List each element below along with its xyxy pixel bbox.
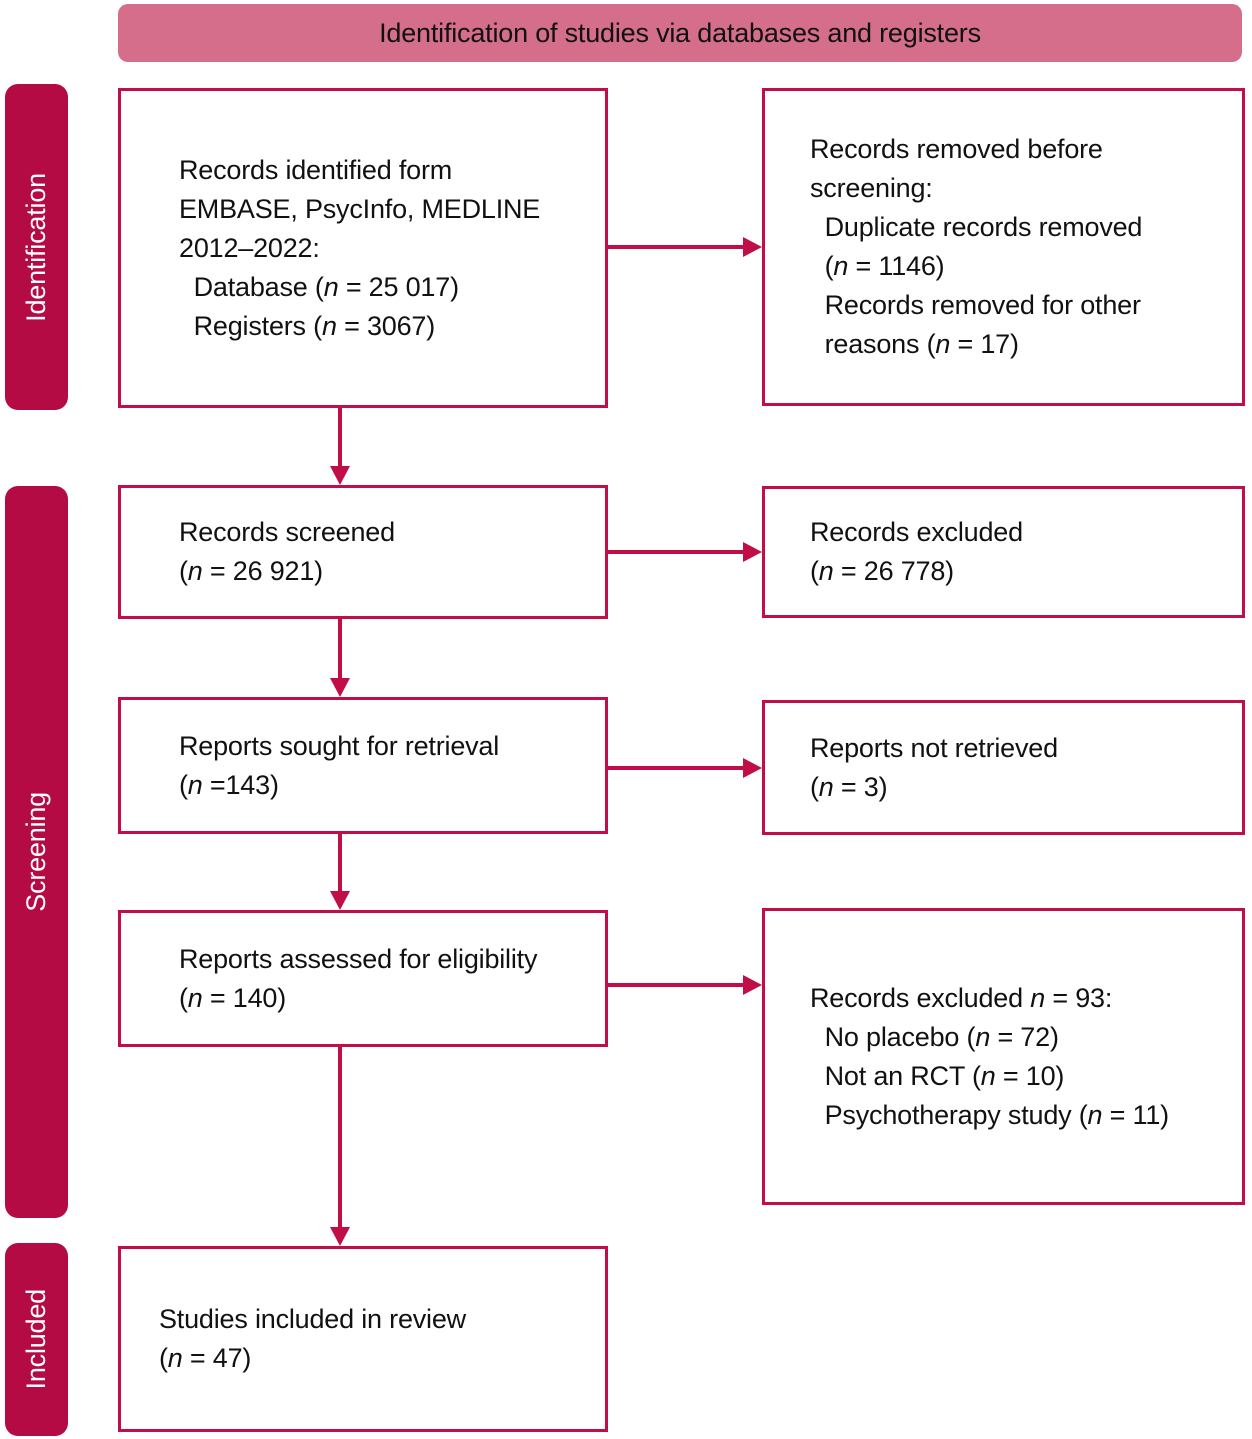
flow-header: Identification of studies via databases … [118,4,1242,62]
box-records-excluded-reasons: Records excluded n = 93: No placebo (n =… [762,908,1245,1205]
arrow-head-right-icon [743,237,762,257]
box-reports-sought: Reports sought for retrieval (n =143) [118,697,608,834]
arrow-shaft [608,766,745,770]
arrow-head-right-icon [743,542,762,562]
box-reports-assessed-text: Reports assessed for eligibility (n = 14… [179,943,538,1013]
box-reports-assessed: Reports assessed for eligibility (n = 14… [118,910,608,1047]
arrow-identified-to-removed [608,237,762,257]
box-records-screened: Records screened (n = 26 921) [118,485,608,619]
box-reports-not-retrieved: Reports not retrieved (n = 3) [762,700,1245,835]
flow-header-title: Identification of studies via databases … [379,17,981,48]
stage-label-screening: Screening [5,486,68,1218]
arrow-sought-to-assessed [330,834,350,910]
box-records-excluded: Records excluded (n = 26 778) [762,486,1245,618]
arrow-head-right-icon [743,975,762,995]
arrow-assessed-to-included [330,1047,350,1246]
box-records-excluded-text: Records excluded (n = 26 778) [810,517,1023,586]
arrow-identified-to-screened [330,408,350,485]
stage-label-included-text: Included [21,1289,51,1390]
box-reports-not-retrieved-text: Reports not retrieved (n = 3) [810,732,1058,802]
box-records-screened-text: Records screened (n = 26 921) [179,517,395,586]
arrow-shaft [608,550,745,554]
stage-label-identification: Identification [5,84,68,410]
arrow-shaft [338,408,342,468]
arrow-head-down-icon [330,891,350,910]
arrow-head-right-icon [743,758,762,778]
arrow-sought-to-not-retrieved [608,758,762,778]
stage-label-screening-text: Screening [21,792,51,912]
arrow-shaft [338,619,342,680]
arrow-head-down-icon [330,466,350,485]
arrow-shaft [608,245,745,249]
arrow-shaft [608,983,745,987]
box-records-removed-text: Records removed before screening: Duplic… [810,134,1143,359]
box-studies-included: Studies included in review (n = 47) [118,1246,608,1432]
box-records-identified: Records identified form EMBASE, PsycInfo… [118,88,608,408]
arrow-head-down-icon [330,1227,350,1246]
stage-label-identification-text: Identification [21,172,51,322]
box-records-identified-text: Records identified form EMBASE, PsycInfo… [179,154,541,341]
box-studies-included-text: Studies included in review (n = 47) [159,1304,466,1373]
arrow-screened-to-sought [330,619,350,697]
arrow-shaft [338,1047,342,1229]
box-records-excluded-reasons-text: Records excluded n = 93: No placebo (n =… [810,982,1169,1130]
arrow-assessed-to-excluded-reasons [608,975,762,995]
arrow-screened-to-excluded [608,542,762,562]
box-reports-sought-text: Reports sought for retrieval (n =143) [179,730,500,800]
box-records-removed-before-screening: Records removed before screening: Duplic… [762,88,1245,406]
stage-label-included: Included [5,1243,68,1436]
arrow-shaft [338,834,342,893]
arrow-head-down-icon [330,678,350,697]
